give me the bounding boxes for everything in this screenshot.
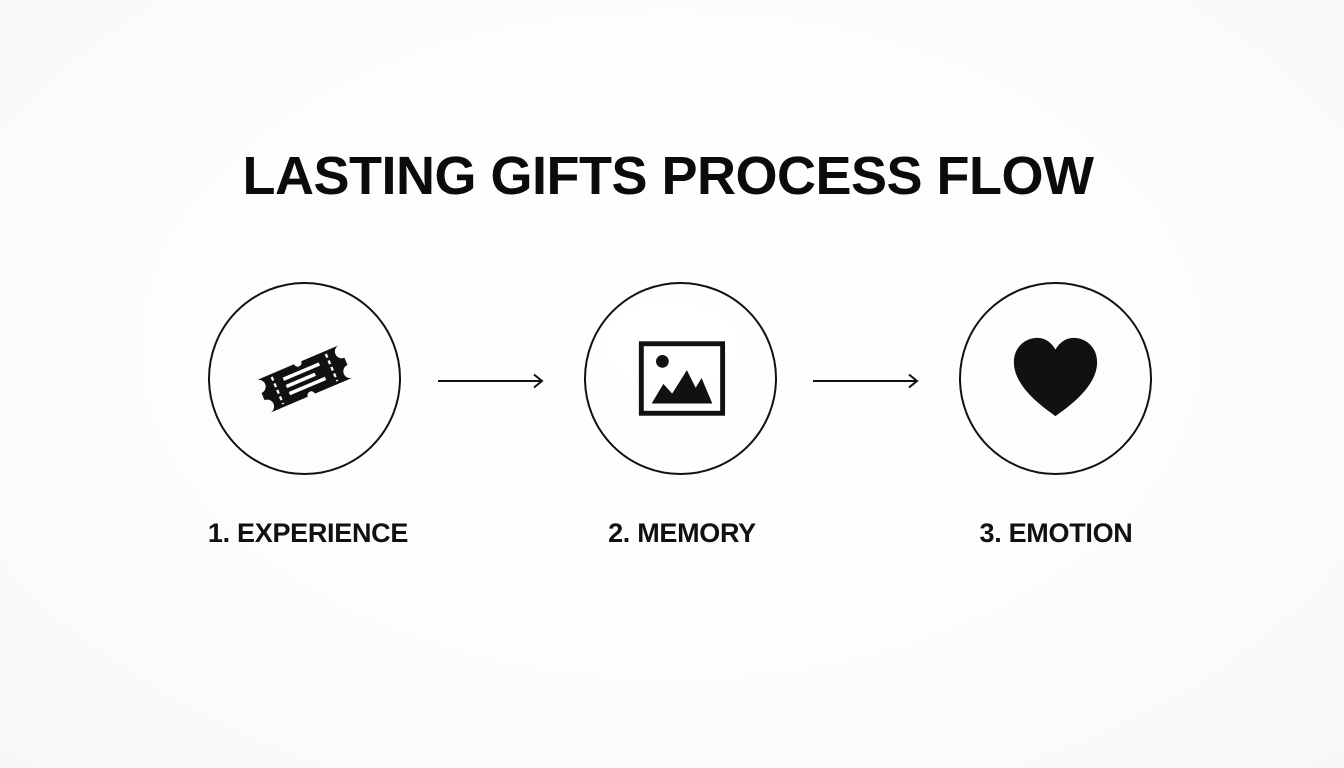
step-2-label: 2. MEMORY [608,518,756,548]
page-title: LASTING GIFTS PROCESS FLOW [242,146,1095,207]
step-3-circle [959,282,1152,475]
flow-arrow-2 [811,373,921,389]
heart-icon [961,284,1150,473]
step-1-circle [208,282,401,475]
flow-arrow-1 [436,373,546,389]
step-2-circle [584,282,777,475]
image-icon [586,284,775,473]
ticket-icon [210,284,399,473]
step-3-label: 3. EMOTION [979,518,1133,548]
step-1-label: 1. EXPERIENCE [207,518,409,548]
